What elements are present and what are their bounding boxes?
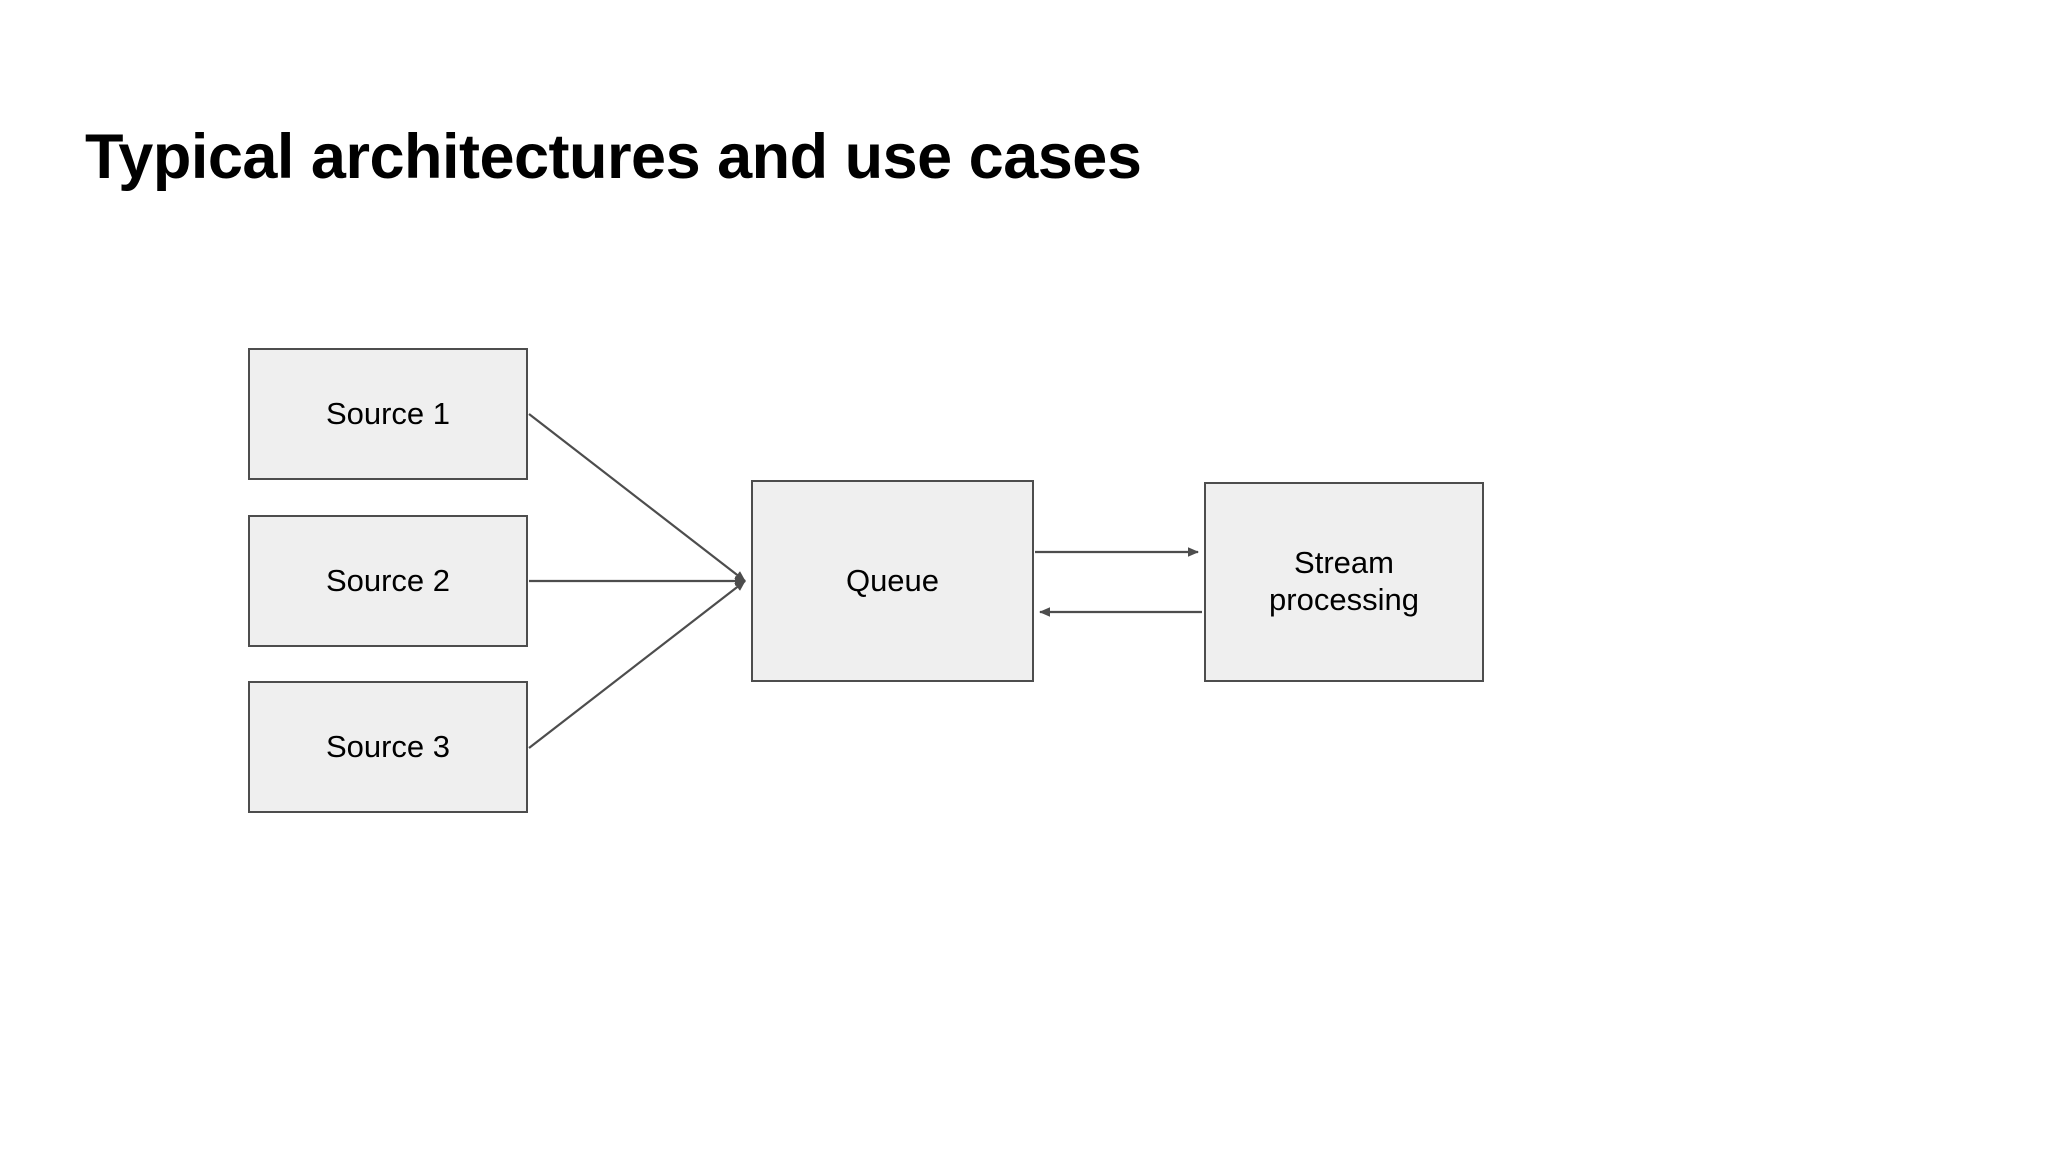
diagram-node-source-2[interactable]: Source 2	[248, 515, 528, 647]
diagram-node-queue[interactable]: Queue	[751, 480, 1034, 682]
edge-source-3-to-queue	[528, 580, 746, 749]
diagram-node-source-3[interactable]: Source 3	[248, 681, 528, 813]
node-label-source-2: Source 2	[325, 562, 451, 598]
page-title: Typical architectures and use cases	[85, 122, 1142, 192]
node-label-source-1: Source 1	[325, 395, 451, 431]
diagram-node-source-1[interactable]: Source 1	[248, 348, 528, 480]
diagram-node-stream-processing[interactable]: Stream processing	[1204, 482, 1484, 682]
node-label-source-3: Source 3	[325, 728, 451, 764]
edge-source-1-to-queue	[528, 413, 746, 582]
node-label-stream-processing: Stream processing	[1269, 545, 1419, 617]
node-label-queue: Queue	[845, 562, 940, 598]
